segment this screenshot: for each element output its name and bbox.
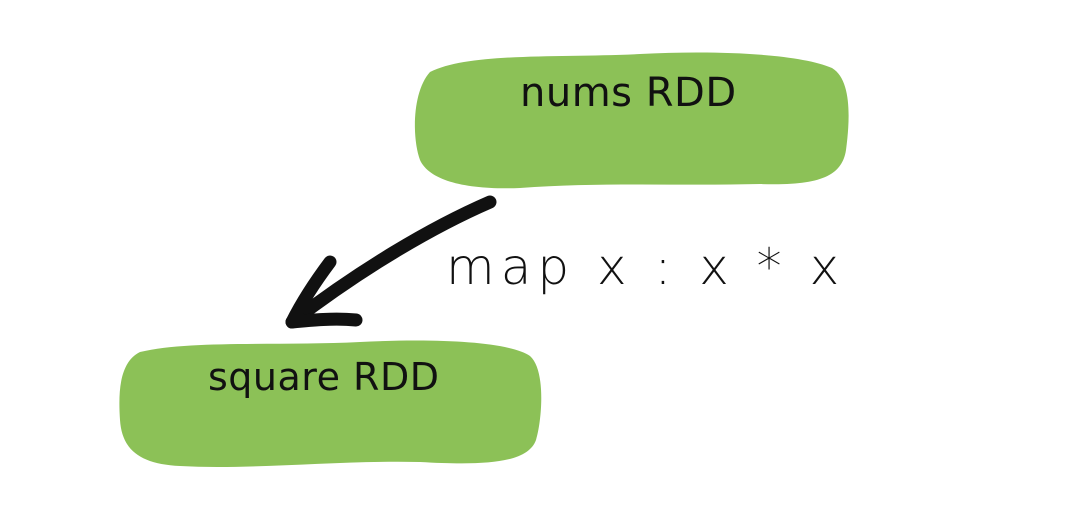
map-edge-label: map x : x * x [446,238,846,296]
nums-rdd-node [414,52,849,189]
nums-rdd-label: nums RDD [520,70,737,116]
map-arrow-head [285,255,363,329]
square-rdd-node [119,340,542,467]
square-rdd-label: square RDD [208,355,440,399]
map-arrow [285,195,497,329]
